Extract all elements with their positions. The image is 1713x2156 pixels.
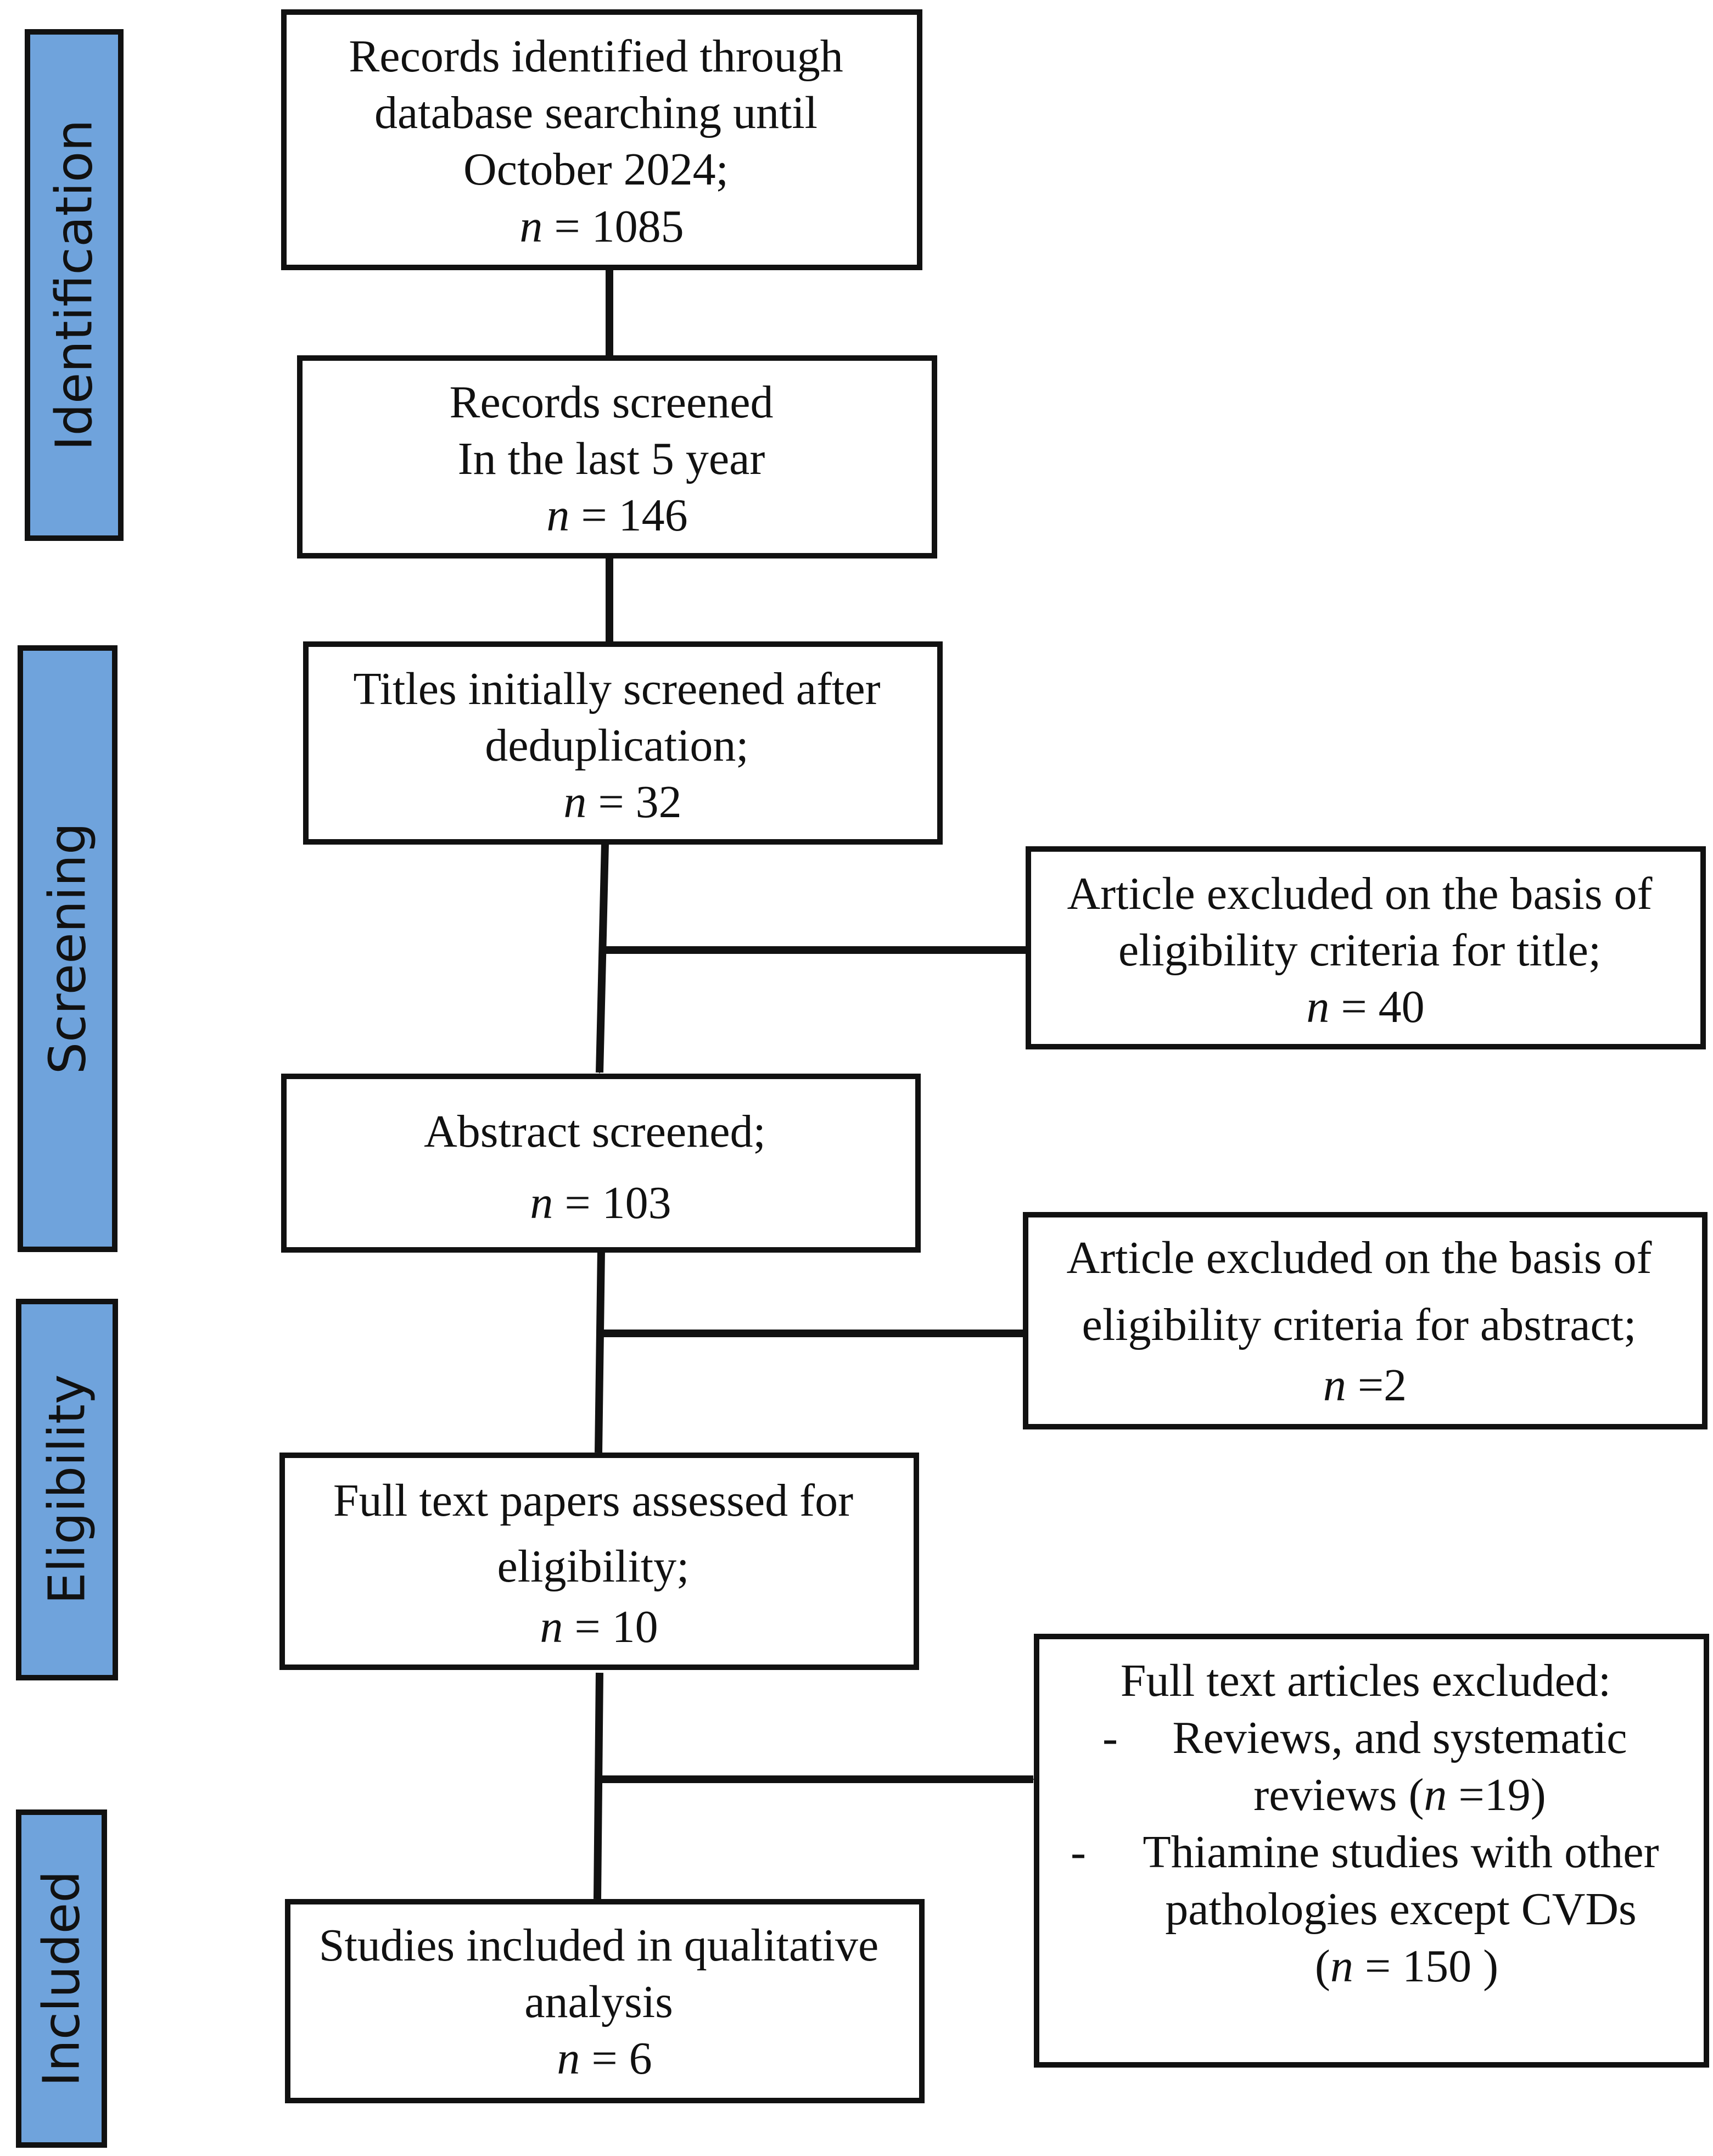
- stage-eligibility-bar: [16, 1299, 118, 1680]
- bullet-dash-2: -: [1071, 1827, 1086, 1878]
- bullet-dash-1: -: [1102, 1712, 1118, 1763]
- box-full-text-assessed: Full text papers assessed for eligibilit…: [279, 1453, 919, 1670]
- n-symbol: n: [1323, 1360, 1346, 1411]
- box-included-studies-line1: Studies included in qualitative: [319, 1920, 878, 1971]
- n-symbol: n: [557, 2033, 580, 2084]
- box-titles-screened-count: = 32: [586, 777, 681, 828]
- box-records-screened-count: = 146: [569, 490, 687, 541]
- arrow-abstract-to-fulltext: [595, 1249, 605, 1454]
- box-excluded-title-frame: [1026, 846, 1706, 1049]
- box-records-screened-frame: [297, 355, 937, 558]
- box-records-identified-line3: October 2024;: [463, 144, 729, 195]
- bullet2-line2: pathologies except CVDs: [1165, 1884, 1637, 1935]
- n-symbol: n: [1306, 981, 1329, 1032]
- arrow-fulltext-to-included: [594, 1672, 603, 1900]
- box-excluded-abstract: Article excluded on the basis of eligibi…: [1023, 1212, 1708, 1429]
- box-records-identified-frame: [281, 9, 922, 270]
- svg-text:Records screened In the: Records screened In the last 5 year n = …: [449, 377, 785, 541]
- arrow-titles-to-abstract: [596, 843, 609, 1074]
- box-records-screened: Records screened In the last 5 year n = …: [297, 355, 937, 558]
- svg-text:Full text papers assessed for: Full text papers assessed for eligibilit…: [333, 1475, 865, 1652]
- box-records-identified-line2: database searching until: [374, 87, 818, 138]
- box-included-studies: Studies included in qualitative analysis…: [285, 1899, 925, 2103]
- box-excluded-title-line1: Article excluded on the basis of: [1067, 868, 1653, 919]
- stage-screening-bar: [18, 645, 117, 1252]
- svg-text:Article excluded on the basis: Article excluded on the basis of eligibi…: [1067, 1232, 1664, 1411]
- stage-eligibility: Eligibility: [16, 1299, 118, 1680]
- box-included-studies-count: = 6: [580, 2033, 652, 2084]
- n-symbol: n: [540, 1601, 563, 1652]
- svg-text:Article excluded on the basis: Article excluded on the basis of eligibi…: [1067, 868, 1664, 1032]
- box-full-text-excluded-heading: Full text articles excluded:: [1121, 1655, 1611, 1706]
- bullet1-line1: Reviews, and systematic: [1172, 1712, 1627, 1763]
- box-full-text-assessed-frame: [279, 1453, 919, 1670]
- box-full-text-excluded: Full text articles excluded: - Reviews, …: [1034, 1634, 1709, 2068]
- bullet1-count: =19): [1447, 1769, 1546, 1820]
- stage-screening-label: Screening: [38, 823, 97, 1075]
- svg-text:Full text articles excluded:: Full text articles excluded: - Reviews, …: [1071, 1655, 1671, 1992]
- box-records-screened-line2: In the last 5 year: [458, 433, 765, 484]
- n-symbol: n: [519, 201, 542, 252]
- box-excluded-abstract-count: =2: [1346, 1360, 1407, 1411]
- n-symbol: n: [563, 777, 586, 828]
- svg-text:Records identified through: Records identified through database sear…: [349, 31, 854, 252]
- box-excluded-title: Article excluded on the basis of eligibi…: [1026, 846, 1706, 1049]
- stage-identification-label: Identification: [45, 119, 104, 450]
- stage-included-bar: [16, 1809, 107, 2148]
- stage-eligibility-label: Eligibility: [38, 1375, 97, 1605]
- box-titles-screened: Titles initially screened after deduplic…: [303, 641, 943, 845]
- connectors: [594, 269, 1034, 1900]
- n-symbol: n: [1424, 1769, 1447, 1820]
- box-full-text-assessed-line2: eligibility;: [497, 1541, 690, 1592]
- stage-identification: Identification: [25, 29, 124, 541]
- box-abstract-screened-line1: Abstract screened;: [424, 1106, 766, 1157]
- box-abstract-screened-frame: [281, 1074, 921, 1253]
- box-full-text-excluded-frame: [1034, 1634, 1709, 2068]
- stage-included: Included: [16, 1809, 107, 2148]
- box-records-identified: Records identified through database sear…: [281, 9, 922, 270]
- box-full-text-assessed-count: = 10: [563, 1601, 658, 1652]
- box-titles-screened-line2: deduplication;: [485, 720, 749, 771]
- box-excluded-abstract-line2: eligibility criteria for abstract;: [1082, 1299, 1637, 1350]
- n-symbol: n: [546, 490, 569, 541]
- bullet2-line3-pre: (: [1315, 1941, 1330, 1992]
- box-records-identified-line1: Records identified through: [349, 31, 843, 82]
- box-titles-screened-line1: Titles initially screened after: [353, 663, 880, 714]
- box-abstract-screened: Abstract screened; n = 103: [281, 1074, 921, 1253]
- svg-text:Titles initially screened afte: Titles initially screened after deduplic…: [353, 663, 892, 828]
- box-titles-screened-frame: [303, 641, 943, 845]
- svg-text:Studies included in qualitativ: Studies included in qualitative analysis…: [319, 1920, 890, 2084]
- bullet1-line2-pre: reviews (: [1253, 1769, 1424, 1820]
- box-full-text-assessed-line1: Full text papers assessed for: [333, 1475, 853, 1526]
- svg-text:Abstract screened; n = 1: Abstract screened; n = 103: [424, 1106, 777, 1228]
- box-included-studies-line2: analysis: [524, 1976, 673, 2027]
- box-records-screened-line1: Records screened: [449, 377, 773, 428]
- box-included-studies-frame: [285, 1899, 925, 2103]
- bullet2-count: = 150 ): [1353, 1941, 1498, 1992]
- box-records-identified-count: = 1085: [542, 201, 684, 252]
- box-excluded-title-line2: eligibility criteria for title;: [1118, 925, 1601, 976]
- box-abstract-screened-count: = 103: [553, 1177, 671, 1228]
- box-excluded-abstract-frame: [1023, 1212, 1708, 1429]
- stage-included-label: Included: [32, 1870, 91, 2086]
- stage-identification-bar: [25, 29, 124, 541]
- n-symbol: n: [1330, 1941, 1353, 1992]
- n-symbol: n: [530, 1177, 553, 1228]
- box-excluded-title-count: = 40: [1329, 981, 1424, 1032]
- stage-screening: Screening: [18, 645, 117, 1252]
- box-excluded-abstract-line1: Article excluded on the basis of: [1067, 1232, 1652, 1283]
- bullet2-line1: Thiamine studies with other: [1143, 1827, 1659, 1878]
